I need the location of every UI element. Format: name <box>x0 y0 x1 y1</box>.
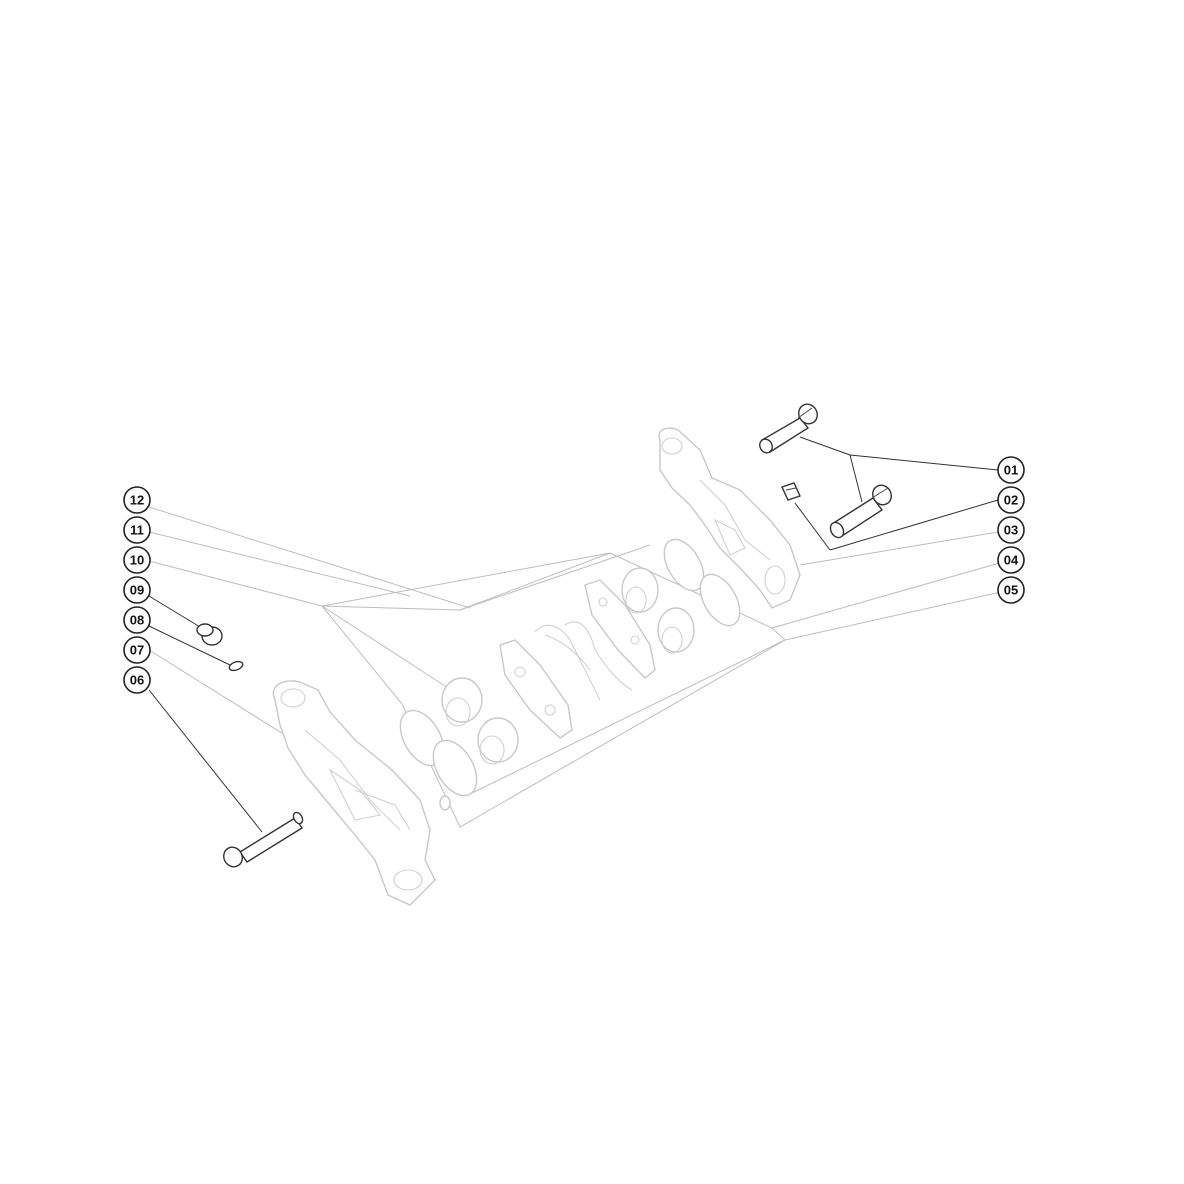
callout-07: 07 <box>123 636 151 664</box>
callout-label-09: 09 <box>130 583 144 598</box>
pin-bolt-lower <box>829 484 892 539</box>
callout-01: 01 <box>997 456 1025 484</box>
brake-pads <box>499 579 656 739</box>
callout-label-07: 07 <box>130 643 144 658</box>
callout-05: 05 <box>997 576 1025 604</box>
leader-lines-light <box>148 506 1011 796</box>
leader-lines-dark <box>148 436 999 833</box>
pin-bolt-long <box>223 811 304 868</box>
bleed-screw <box>196 623 223 646</box>
bleed-clip <box>228 660 244 672</box>
callout-label-05: 05 <box>1004 583 1018 598</box>
callout-12: 12 <box>123 486 151 514</box>
callout-04: 04 <box>997 546 1025 574</box>
callout-03: 03 <box>997 516 1025 544</box>
callout-label-03: 03 <box>1004 523 1018 538</box>
callout-label-01: 01 <box>1004 463 1018 478</box>
retaining-clip-right <box>781 482 801 501</box>
callout-02: 02 <box>997 486 1025 514</box>
callout-11: 11 <box>123 516 151 544</box>
callout-10: 10 <box>123 546 151 574</box>
callout-label-11: 11 <box>130 523 144 538</box>
pistons-right <box>621 538 741 654</box>
caliper-half-left <box>272 680 436 906</box>
caliper-half-right <box>658 427 801 609</box>
callout-08: 08 <box>123 606 151 634</box>
pin-bolt-upper <box>759 403 818 454</box>
callout-09: 09 <box>123 576 151 604</box>
callout-label-06: 06 <box>130 673 144 688</box>
pistons-left <box>399 677 519 811</box>
callout-06: 06 <box>123 666 151 694</box>
callout-label-04: 04 <box>1004 553 1019 568</box>
pad-spring <box>534 621 633 701</box>
callout-label-12: 12 <box>130 493 144 508</box>
callout-label-08: 08 <box>130 613 144 628</box>
callout-label-02: 02 <box>1004 493 1018 508</box>
callout-label-10: 10 <box>130 553 144 568</box>
